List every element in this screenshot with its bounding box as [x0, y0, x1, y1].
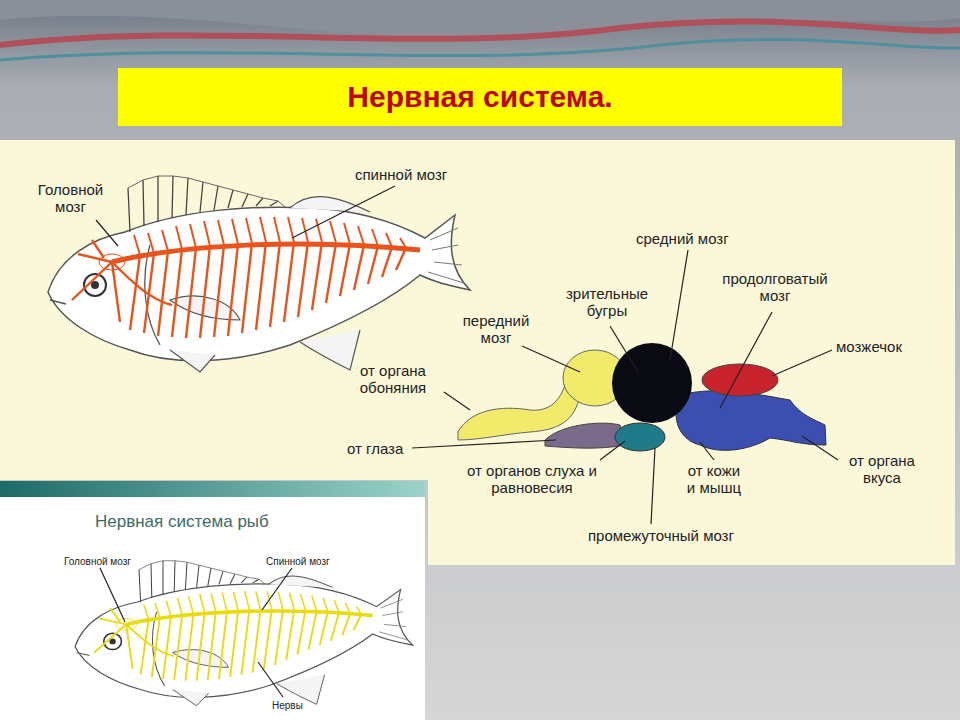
- nerve-label: от органа обоняния: [345, 362, 441, 396]
- header-wave: [0, 39, 960, 60]
- part-label: спинной мозг: [355, 166, 447, 183]
- part-label: средний мозг: [636, 230, 729, 247]
- nerve-label: от кожи и мышц: [682, 462, 746, 496]
- part-label: зрительные бугры: [556, 285, 658, 319]
- part-label: Головной мозг: [64, 556, 131, 568]
- nerve-label: от глаза: [347, 440, 403, 457]
- figure-heading: Нервная система рыб: [95, 512, 269, 532]
- brain-illustration: [458, 343, 826, 451]
- lower-panel: [0, 497, 425, 720]
- part-label: промежуточный мозг: [588, 527, 734, 544]
- nerve-label: от органов слуха и равновесия: [462, 462, 602, 496]
- part-label: продолговатый мозг: [714, 270, 836, 304]
- fish-illustration-small: [75, 561, 413, 706]
- part-label: Спинной мозг: [266, 556, 330, 568]
- part-label: мозжечок: [836, 338, 902, 355]
- part-label: передний мозг: [456, 312, 536, 346]
- panel-bar: [0, 481, 425, 497]
- part-label: Головной мозг: [28, 181, 113, 215]
- header-wave: [0, 0, 960, 39]
- title-box: Нервная система.: [118, 68, 842, 126]
- fish-illustration: [48, 176, 470, 372]
- nerve-label: от органа вкуса: [836, 452, 928, 486]
- part-label: Нервы: [272, 700, 303, 712]
- slide-title: Нервная система.: [347, 80, 612, 114]
- leader-lines: [96, 186, 838, 697]
